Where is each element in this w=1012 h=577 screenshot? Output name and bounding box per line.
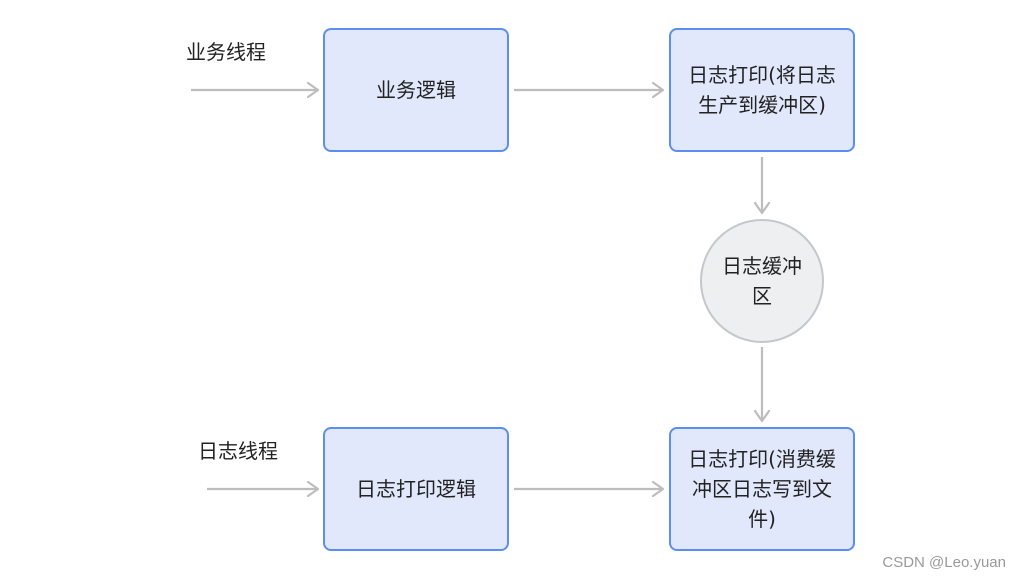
log-buffer-node: 日志缓冲区 — [700, 219, 824, 343]
log-thread-label: 日志线程 — [198, 439, 278, 463]
log-print-produce-node: 日志打印(将日志生产到缓冲区) — [669, 28, 855, 152]
watermark: CSDN @Leo.yuan — [882, 554, 1006, 571]
business-logic-node: 业务逻辑 — [323, 28, 509, 152]
business-logic-text: 业务逻辑 — [376, 78, 456, 102]
log-print-consume-text: 日志打印(消费缓冲区日志写到文件) — [688, 447, 836, 531]
log-print-produce-text: 日志打印(将日志生产到缓冲区) — [688, 63, 836, 117]
business-thread-label: 业务线程 — [186, 40, 266, 64]
log-print-logic-text: 日志打印逻辑 — [356, 477, 476, 501]
log-buffer-text: 日志缓冲区 — [722, 254, 802, 308]
log-print-consume-node: 日志打印(消费缓冲区日志写到文件) — [669, 427, 855, 551]
log-print-logic-node: 日志打印逻辑 — [323, 427, 509, 551]
